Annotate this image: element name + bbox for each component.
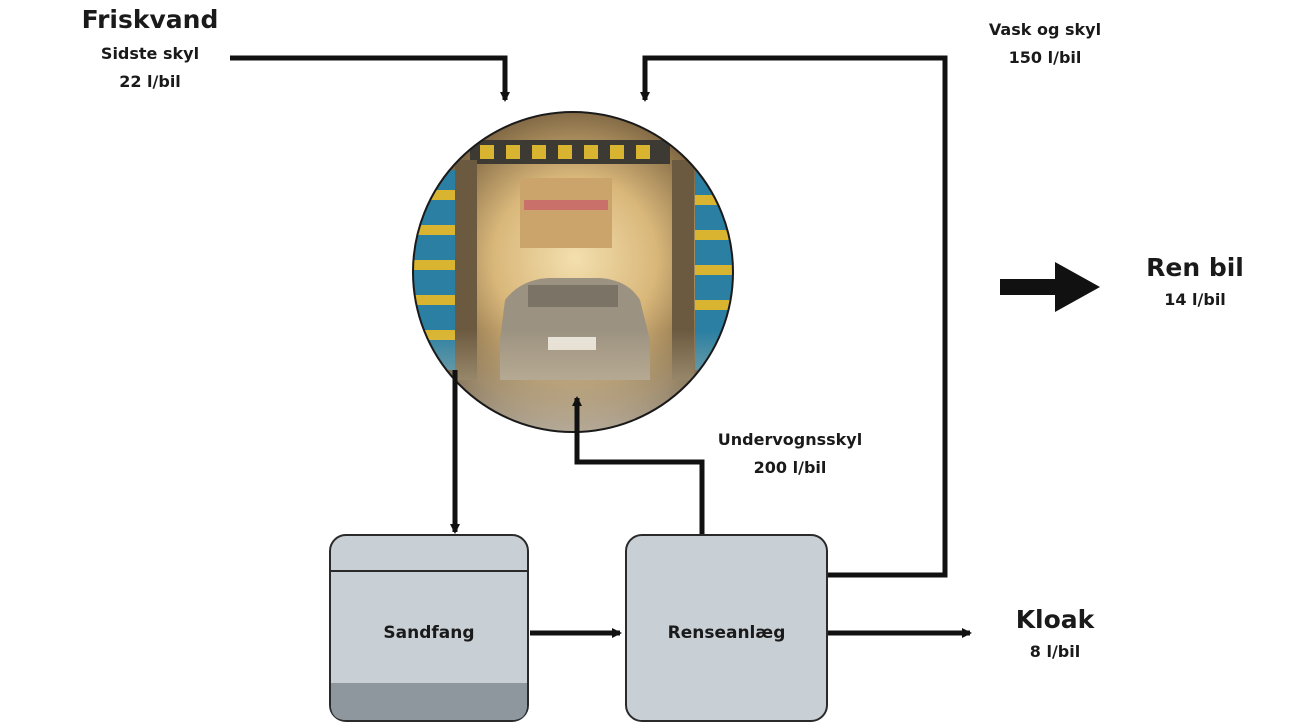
wash-rinse-title: Vask og skyl <box>988 20 1102 39</box>
photo-frame <box>412 111 734 433</box>
wash-rinse-line <box>640 55 948 578</box>
renseanlaeg-label: Renseanlæg <box>667 623 786 643</box>
sewer-title: Kloak <box>1015 605 1095 634</box>
renseanlaeg-tank <box>625 534 828 722</box>
fresh-water-amount: 22 l/bil <box>119 72 181 91</box>
sewer-amount: 8 l/bil <box>1029 642 1081 661</box>
underbody-amount: 200 l/bil <box>753 458 827 477</box>
clean-car-arrow <box>1000 262 1100 312</box>
wash-rinse-amount: 150 l/bil <box>1008 48 1082 67</box>
fresh-water-line <box>230 55 510 102</box>
underbody-line <box>572 396 705 535</box>
fresh-water-title: Friskvand <box>81 5 219 34</box>
clean-car-title: Ren bil <box>1146 253 1244 282</box>
clean-car-amount: 14 l/bil <box>1164 290 1226 309</box>
sandfang-tank <box>329 534 529 722</box>
fresh-water-subtitle: Sidste skyl <box>100 44 200 63</box>
sandfang-label: Sandfang <box>383 623 475 643</box>
underbody-title: Undervognsskyl <box>717 430 863 449</box>
